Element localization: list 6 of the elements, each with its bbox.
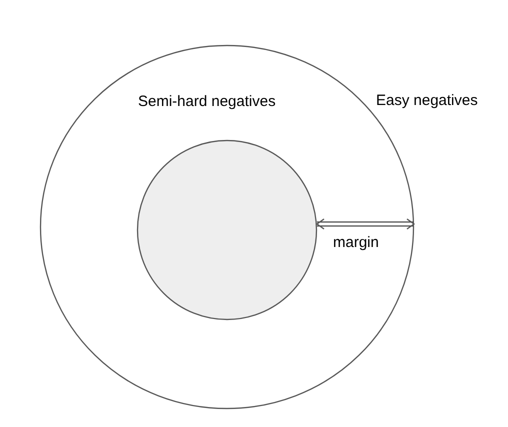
inner-circle	[137, 140, 317, 320]
region-label: Easy negatives	[376, 92, 478, 109]
edge-label: margin	[333, 234, 379, 251]
double-arrow	[316, 218, 416, 230]
outer-circle	[40, 45, 414, 409]
region-label: Semi-hard negatives	[138, 93, 276, 110]
